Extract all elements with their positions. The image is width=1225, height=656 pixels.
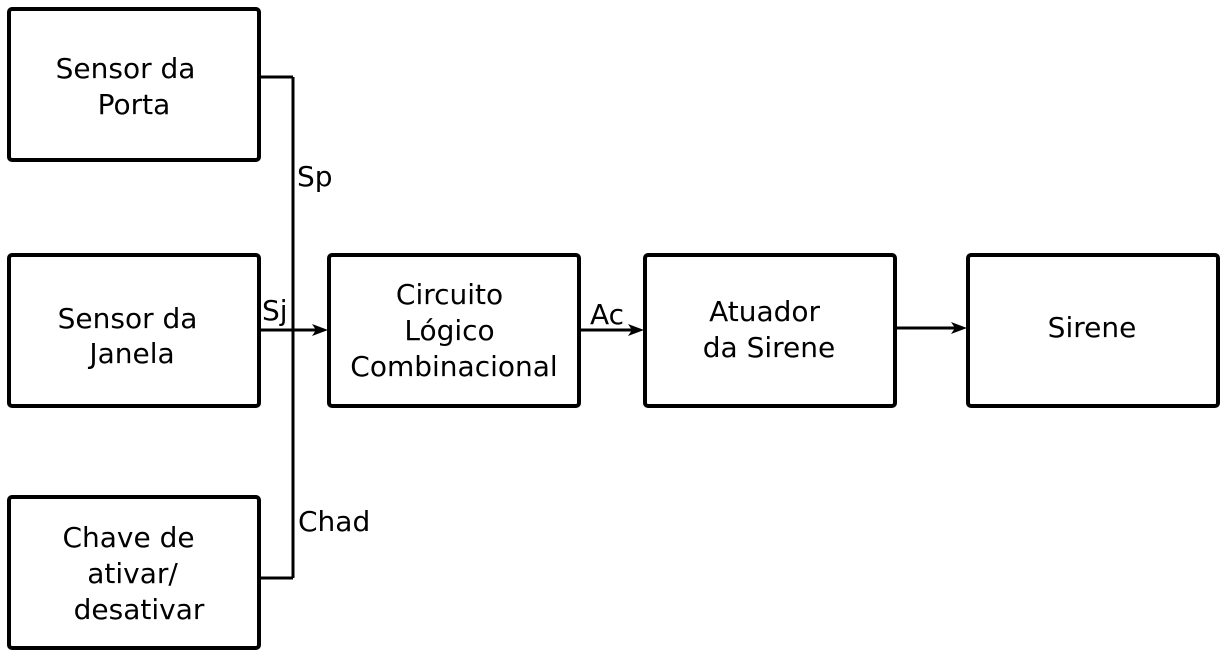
block-frame (327, 253, 581, 408)
block-door-sensor: Sensor da Porta (7, 7, 261, 162)
block-frame (7, 253, 261, 408)
wiring (259, 75, 967, 580)
block-label-line: Sirene (1048, 311, 1137, 344)
arrow-into-actuator (628, 324, 644, 336)
block-label: Sensor da Janela (58, 302, 207, 370)
block-label-line: ativar/ (87, 557, 178, 590)
block-logic-circuit: Circuito Lógico Combinacional (327, 253, 581, 408)
block-label-line: Circuito (396, 278, 503, 311)
signal-labels: Sp Sj Chad Ac (262, 160, 624, 538)
block-label: Sensor da Porta (56, 52, 205, 121)
block-frame (7, 7, 261, 162)
block-label-line: Lógico (404, 314, 494, 347)
block-siren-actuator: Atuador da Sirene (643, 253, 897, 408)
signal-label-chad: Chad (298, 505, 370, 538)
block-label-line: Sensor da (58, 302, 198, 335)
block-window-sensor: Sensor da Janela (7, 253, 261, 408)
block-siren: Sirene (966, 253, 1220, 408)
signal-label-sp: Sp (297, 160, 333, 193)
block-frame (966, 253, 1220, 408)
signal-label-sj: Sj (262, 294, 288, 327)
block-label-line: da Sirene (703, 331, 835, 364)
block-frame (643, 253, 897, 408)
block-label: Sirene (1048, 311, 1137, 344)
block-label-line: desativar (74, 593, 205, 626)
block-label-line: Combinacional (350, 350, 557, 383)
block-label: Circuito Lógico Combinacional (350, 278, 557, 383)
block-label-line: Janela (87, 337, 174, 370)
block-label: Chave de ativar/ desativar (62, 521, 204, 626)
block-label-line: Chave de (62, 521, 194, 554)
arrow-into-siren (951, 322, 967, 334)
signal-label-ac: Ac (590, 298, 624, 331)
block-label-line: Sensor da (56, 52, 196, 85)
block-frame (7, 495, 261, 650)
block-label: Atuador da Sirene (703, 295, 835, 364)
arrow-into-circuit (312, 324, 328, 336)
block-label-line: Porta (98, 88, 171, 121)
block-label-line: Atuador (709, 295, 820, 328)
block-enable-switch: Chave de ativar/ desativar (7, 495, 261, 650)
